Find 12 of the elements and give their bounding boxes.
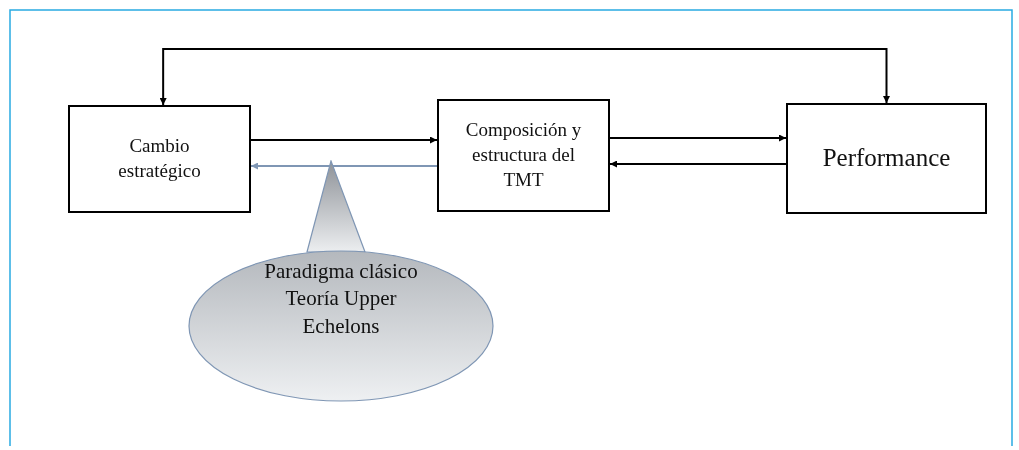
arrow bbox=[609, 160, 787, 168]
process-box bbox=[437, 99, 610, 212]
node-label: Paradigma clásico Teoría Upper Echelons bbox=[263, 258, 419, 340]
arrow bbox=[159, 48, 890, 106]
node-label: Composición y estructura del TMT bbox=[464, 118, 583, 192]
arrow bbox=[250, 162, 438, 170]
process-box bbox=[786, 103, 987, 214]
process-box bbox=[68, 105, 251, 213]
arrow bbox=[250, 136, 438, 144]
arrow bbox=[609, 134, 787, 142]
node-label: Performance bbox=[822, 143, 951, 174]
node-label: Cambio estratégico bbox=[117, 134, 202, 183]
